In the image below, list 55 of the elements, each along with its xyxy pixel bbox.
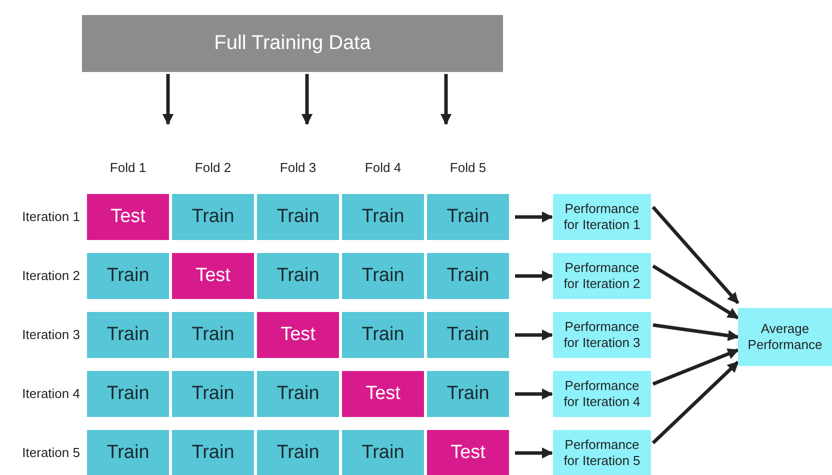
train-fold-cell: Train	[172, 371, 254, 417]
train-fold-cell: Train	[257, 430, 339, 475]
train-fold-cell: Train	[257, 253, 339, 299]
iteration-label: Iteration 2	[22, 268, 80, 283]
iteration-label: Iteration 1	[22, 209, 80, 224]
train-fold-cell: Train	[342, 194, 424, 240]
test-fold-cell: Test	[87, 194, 169, 240]
arrow	[301, 74, 313, 126]
fold-label: Fold 1	[110, 160, 146, 175]
test-fold-cell: Test	[172, 253, 254, 299]
result-box: Average Performance	[738, 308, 832, 366]
train-fold-cell: Train	[172, 312, 254, 358]
train-fold-cell: Train	[427, 312, 509, 358]
train-fold-cell: Train	[257, 371, 339, 417]
train-fold-cell: Train	[172, 194, 254, 240]
arrow	[652, 360, 740, 444]
train-fold-cell: Train	[427, 371, 509, 417]
performance-box: Performance for Iteration 5	[553, 430, 651, 475]
fold-label: Fold 5	[450, 160, 486, 175]
iteration-label: Iteration 5	[22, 445, 80, 460]
arrow	[652, 206, 740, 304]
arrow	[440, 74, 452, 126]
arrow	[515, 270, 554, 282]
train-fold-cell: Train	[172, 430, 254, 475]
train-fold-cell: Train	[427, 194, 509, 240]
fold-label: Fold 2	[194, 160, 232, 175]
train-fold-cell: Train	[342, 253, 424, 299]
arrow	[515, 211, 554, 223]
train-fold-cell: Train	[87, 312, 169, 358]
arrow	[515, 388, 554, 400]
fold-label: Fold 4	[364, 160, 402, 175]
train-fold-cell: Train	[257, 194, 339, 240]
data-bar: Full Training Data	[82, 15, 503, 72]
performance-box: Performance for Iteration 2	[553, 253, 651, 299]
performance-box: Performance for Iteration 1	[553, 194, 651, 240]
arrow	[515, 447, 554, 459]
train-fold-cell: Train	[87, 430, 169, 475]
test-fold-cell: Test	[257, 312, 339, 358]
fold-label: Fold 3	[280, 160, 316, 175]
arrow	[162, 74, 174, 126]
performance-box: Performance for Iteration 4	[553, 371, 651, 417]
arrow	[652, 264, 739, 320]
test-fold-cell: Test	[427, 430, 509, 475]
iteration-label: Iteration 3	[22, 327, 80, 342]
train-fold-cell: Train	[342, 312, 424, 358]
performance-box: Performance for Iteration 3	[553, 312, 651, 358]
test-fold-cell: Test	[342, 371, 424, 417]
arrow	[652, 348, 740, 386]
arrow	[515, 329, 554, 341]
train-fold-cell: Train	[427, 253, 509, 299]
arrow	[652, 323, 740, 342]
iteration-label: Iteration 4	[22, 386, 80, 401]
train-fold-cell: Train	[342, 430, 424, 475]
train-fold-cell: Train	[87, 253, 169, 299]
train-fold-cell: Train	[87, 371, 169, 417]
